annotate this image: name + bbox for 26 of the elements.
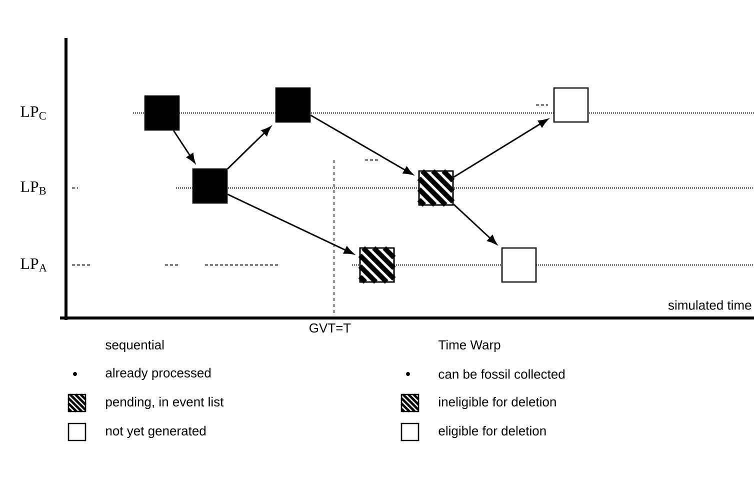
- legend-label: eligible for deletion: [438, 426, 546, 438]
- legend-label: ineligible for deletion: [439, 396, 556, 410]
- arrow: [172, 130, 196, 164]
- arrow: [227, 194, 354, 254]
- arrow: [310, 114, 413, 175]
- arrow: [227, 126, 272, 170]
- lp-label: LP$_{C}$: [20, 106, 46, 120]
- axis-label: simulated time: [668, 300, 752, 310]
- legend-label: already processed: [106, 368, 211, 380]
- future-event-box: [501, 247, 537, 283]
- pending-event-box: [417, 169, 455, 207]
- legend-label: pending, in event list: [106, 396, 224, 410]
- legend-label: can be fossil collected: [438, 369, 565, 379]
- legend-label: not yet generated: [106, 426, 206, 438]
- lp-label: LP$_{B}$: [20, 181, 46, 195]
- gvt-label: GVT=T: [310, 323, 351, 333]
- column-heading: Time Warp: [438, 340, 500, 352]
- arrow: [453, 204, 497, 245]
- pending-event-box: [358, 246, 396, 284]
- arrow: [453, 118, 548, 178]
- processed-event-box: [192, 168, 228, 204]
- future-event-box: [553, 87, 589, 123]
- lp-label: LP$_{A}$: [20, 258, 47, 272]
- column-heading: sequential: [106, 340, 164, 352]
- processed-event-box: [144, 95, 180, 131]
- processed-event-box: [275, 87, 311, 123]
